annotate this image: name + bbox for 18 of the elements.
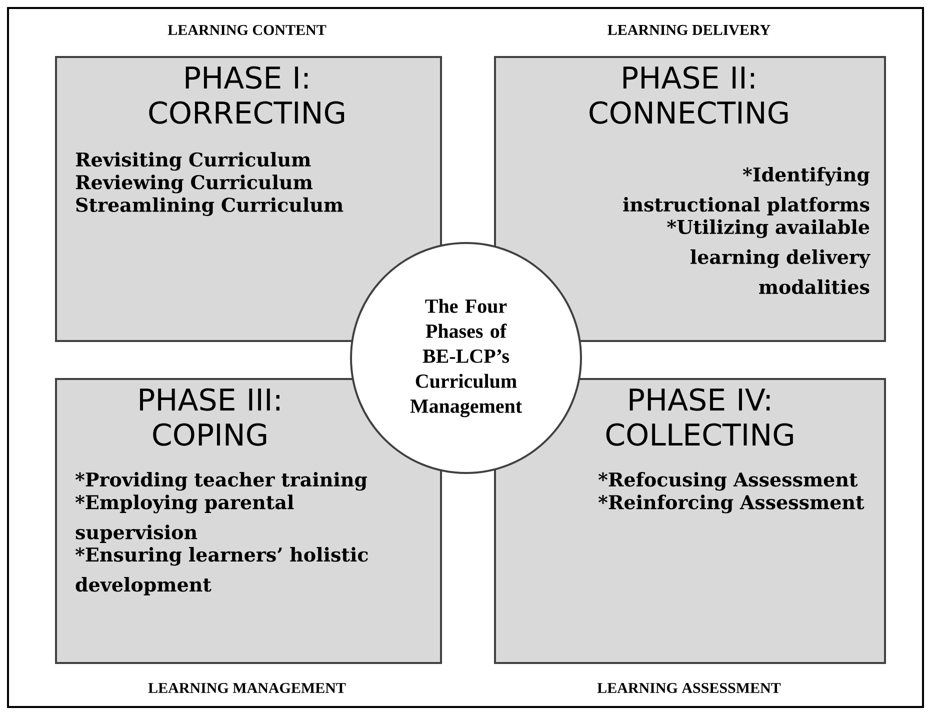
bullet-text: *Refocusing Assessment	[598, 472, 858, 491]
quadrant-label: LEARNING CONTENT	[168, 24, 326, 36]
bullet-text: *Providing teacher training	[75, 472, 368, 491]
bullet-text: *Utilizing available learning delivery modalities	[667, 219, 870, 294]
quadrant-label: LEARNING MANAGEMENT	[148, 682, 346, 694]
phase-heading: PHASE II: CONNECTING	[590, 66, 788, 124]
bullet-text: *Reinforcing Assessment	[598, 494, 864, 514]
bullet-text: Revisiting Curriculum	[76, 152, 311, 171]
phase-heading: PHASE III: COPING	[140, 388, 280, 446]
bullet-text: Streamlining Curriculum	[76, 197, 344, 216]
bullet-text: Reviewing Curriculum	[76, 174, 312, 194]
quadrant-label: LEARNING DELIVERY	[608, 24, 770, 36]
phase-heading: PHASE I: CORRECTING	[149, 66, 344, 124]
bullet-text: *Ensuring learners’ holistic development	[75, 547, 368, 596]
bullet-text: *Employing parental supervision	[75, 494, 294, 544]
quadrant-label: LEARNING ASSESSMENT	[597, 682, 781, 694]
bullet-text: *Identifying instructional platforms	[623, 167, 870, 216]
phase-heading: PHASE IV: COLLECTING	[606, 388, 793, 446]
